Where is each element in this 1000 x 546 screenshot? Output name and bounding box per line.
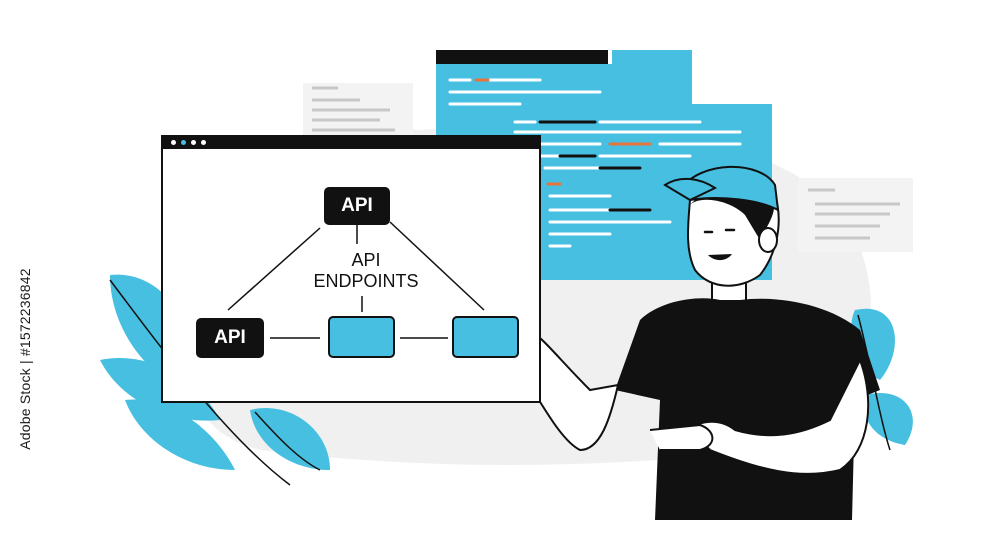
window-dot-icon <box>171 140 176 145</box>
api-endpoints-label-line2: ENDPOINTS <box>313 271 419 291</box>
api-left-node: API <box>196 318 264 358</box>
api-diagram-window <box>161 135 541 403</box>
endpoint-node-right <box>452 316 519 358</box>
doc-card-left <box>303 83 413 145</box>
window-dot-icon <box>191 140 196 145</box>
doc-card-right <box>798 178 913 252</box>
api-endpoints-label: API ENDPOINTS <box>286 250 446 292</box>
window-dot-icon <box>181 140 186 145</box>
endpoint-node-center <box>328 316 395 358</box>
window-dot-icon <box>201 140 206 145</box>
api-endpoints-label-line1: API <box>351 250 381 270</box>
api-top-node: API <box>324 187 390 225</box>
window-titlebar <box>163 137 539 149</box>
